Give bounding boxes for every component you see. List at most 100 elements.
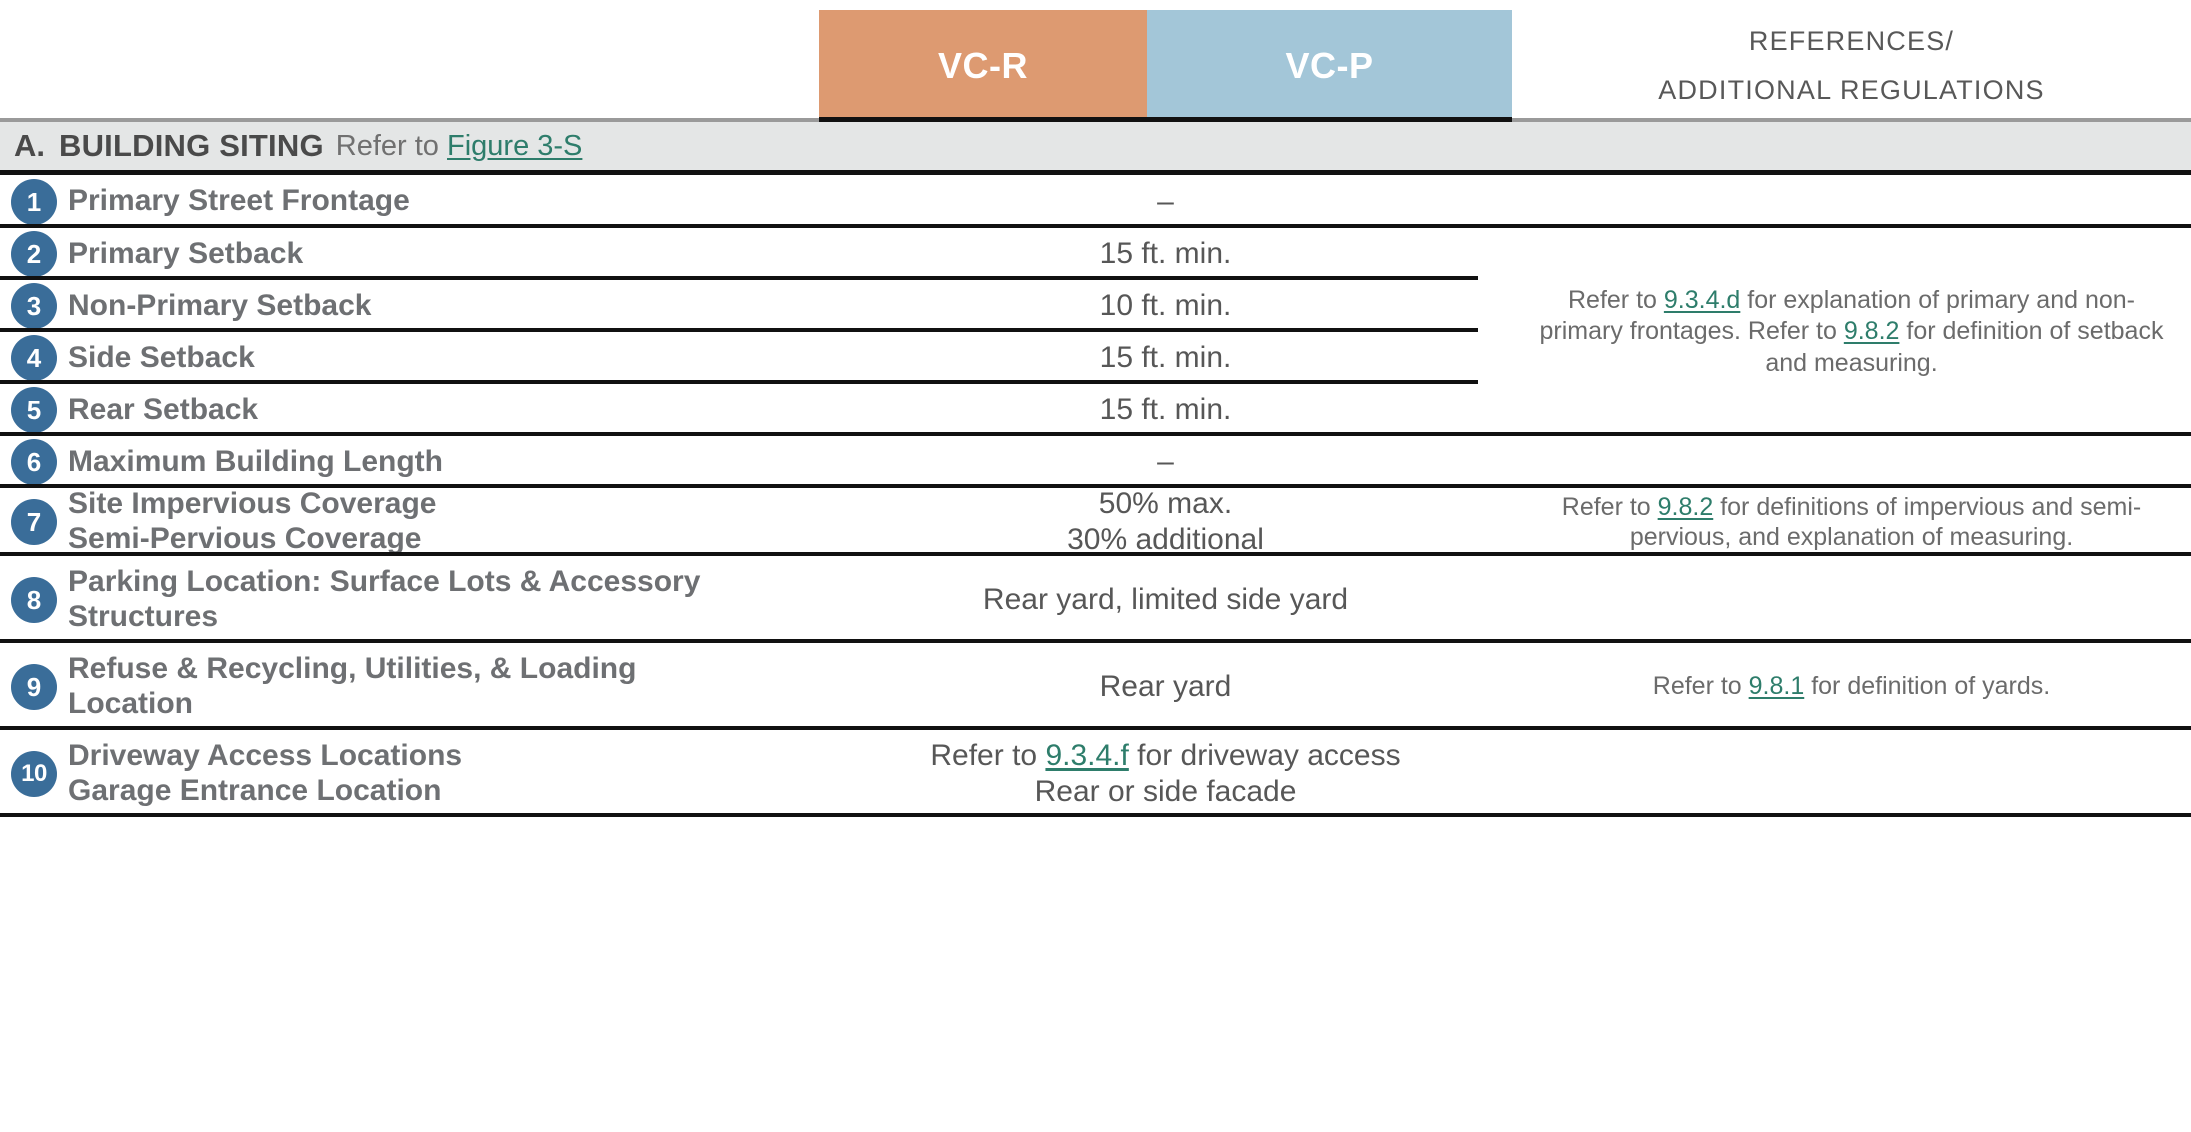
row-label-line-2: Location	[68, 686, 193, 720]
row-number-badge-1: 1	[11, 178, 57, 225]
row-number-cell: 4	[0, 332, 68, 384]
row-9-reference-text: Refer to 9.8.1 for definition of yards.	[1653, 671, 2050, 702]
row-value-line-1: Rear yard, limited side yard	[982, 582, 1349, 616]
row-separator	[0, 726, 2191, 730]
row-number-cell: 7	[0, 488, 68, 556]
row-value-line-1: 10 ft. min.	[1099, 289, 1232, 322]
row-value-line-1: 15 ft. min.	[1099, 341, 1232, 374]
header-rule-right	[1512, 118, 2191, 122]
row-7-reference-prefix: Refer to	[1561, 492, 1658, 521]
row-label-line-1: Site Impervious Coverage	[68, 487, 437, 521]
table-header: VC-R VC-P REFERENCES/ ADDITIONAL REGULAT…	[0, 0, 2191, 122]
zone-column-header-vcp: VC-P	[1147, 10, 1512, 122]
merged-reference-suffix: for definition of setback and measuring.	[1765, 317, 2164, 377]
row-number-cell: 8	[0, 556, 68, 643]
merged-reference-text: Refer to 9.3.4.d for explanation of prim…	[1530, 285, 2173, 379]
row-value-link-9-3-4-f[interactable]: 9.3.4.f	[1045, 738, 1129, 772]
row-label-line-1: Primary Street Frontage	[68, 184, 410, 218]
row-label-line-1: Rear Setback	[68, 392, 259, 426]
row-label-cell: Parking Location: Surface Lots & Accesso…	[68, 556, 819, 643]
row-value-line-1: 15 ft. min.	[1099, 393, 1232, 426]
row-separator	[0, 484, 2191, 488]
merged-reference-link-9-3-4-d[interactable]: 9.3.4.d	[1663, 286, 1741, 315]
references-header-line-2: ADDITIONAL REGULATIONS	[1658, 75, 2045, 105]
row-number-cell: 5	[0, 384, 68, 436]
row-reference-cell: Refer to 9.8.2 for definitions of imperv…	[1512, 488, 2191, 556]
table-row: 8 Parking Location: Surface Lots & Access…	[0, 556, 2191, 643]
row-label-cell: Rear Setback	[68, 384, 819, 436]
row-label-line-1: Non-Primary Setback	[68, 288, 372, 322]
row-separator	[0, 276, 1478, 280]
references-column-header: REFERENCES/ ADDITIONAL REGULATIONS	[1512, 10, 2191, 122]
row-reference-cell	[1512, 436, 2191, 488]
row-value-prefix: Refer to	[930, 738, 1046, 772]
row-value-line-1: –	[1157, 445, 1174, 478]
row-label-cell: Maximum Building Length	[68, 436, 819, 488]
row-number-cell: 6	[0, 436, 68, 488]
row-9-reference-mid: for definition of yards.	[1804, 672, 2051, 701]
row-value-line-2: 30% additional	[1067, 523, 1264, 556]
row-separator	[0, 328, 1478, 332]
table-row: 3 Non-Primary Setback 10 ft. min.	[0, 280, 2191, 332]
row-value-line-1: Refer to 9.3.4.f for driveway access	[930, 738, 1400, 774]
row-reference-cell	[1512, 556, 2191, 643]
row-value-cell: 50% max.30% additional	[819, 487, 1512, 556]
table-row: 5 Rear Setback 15 ft. min.	[0, 384, 2191, 436]
row-value-suffix: for driveway access	[1128, 738, 1401, 772]
figure-3s-link[interactable]: Figure 3-S	[447, 129, 583, 162]
references-header-line-1: REFERENCES/	[1748, 26, 1955, 56]
row-number-badge-3: 3	[11, 283, 57, 329]
row-number-cell: 3	[0, 280, 68, 332]
row-number-badge-5: 5	[11, 387, 57, 433]
row-value-cell: 15 ft. min.	[819, 384, 1512, 436]
row-number-badge-10: 10	[11, 750, 57, 797]
zone-column-header-vcr: VC-R	[819, 10, 1147, 122]
section-subtitle: Refer to Figure 3-S	[336, 130, 583, 163]
row-number-badge-2: 2	[11, 231, 57, 277]
row-reference-cell	[1512, 175, 2191, 228]
row-value-line-2: Rear or side facade	[1034, 774, 1297, 808]
row-number-cell: 1	[0, 175, 68, 228]
row-7-reference-text: Refer to 9.8.2 for definitions of imperv…	[1524, 492, 2179, 553]
row-number-cell: 10	[0, 730, 68, 817]
row-value-cell: Rear yard, limited side yard	[819, 556, 1512, 643]
row-label-cell: Primary Setback	[68, 228, 819, 280]
row-number-cell: 9	[0, 643, 68, 730]
row-label-line-1: Parking Location: Surface Lots & Accesso…	[68, 564, 701, 598]
row-value-line-1: 15 ft. min.	[1099, 237, 1232, 270]
zone-label-vcr: VC-R	[938, 45, 1028, 86]
row-9-reference-prefix: Refer to	[1652, 672, 1749, 701]
row-value-line-1: 50% max.	[1098, 487, 1233, 520]
table-row: 9 Refuse & Recycling, Utilities, & Loadin…	[0, 643, 2191, 730]
row-label-cell: Non-Primary Setback	[68, 280, 819, 332]
row-number-badge-4: 4	[11, 335, 57, 381]
row-label-cell: Side Setback	[68, 332, 819, 384]
merged-reference-prefix: Refer to	[1568, 286, 1664, 315]
merged-reference-cell-setbacks: Refer to 9.3.4.d for explanation of prim…	[1512, 228, 2191, 436]
row-7-reference-mid: for definitions of impervious and semi-p…	[1629, 492, 2142, 552]
row-label-line-1: Driveway Access Locations	[68, 738, 463, 772]
row-number-badge-6: 6	[11, 439, 57, 485]
row-number-badge-7: 7	[11, 499, 57, 545]
row-number-badge-9: 9	[11, 663, 57, 710]
header-rule-center	[819, 117, 1512, 122]
row-value-cell: –	[819, 175, 1512, 228]
merged-reference-link-9-8-2[interactable]: 9.8.2	[1843, 317, 1900, 346]
row-number-badge-8: 8	[11, 576, 57, 623]
row-value-line-1: –	[1157, 184, 1174, 218]
table-row: 1 Primary Street Frontage –	[0, 175, 2191, 228]
row-separator	[0, 552, 2191, 556]
row-9-reference-link-9-8-1[interactable]: 9.8.1	[1748, 672, 1805, 701]
row-7-reference-link-9-8-2[interactable]: 9.8.2	[1657, 492, 1714, 521]
row-value-line-1: Rear yard	[1099, 669, 1232, 703]
row-label-line-1: Side Setback	[68, 340, 255, 374]
zone-label-vcp: VC-P	[1285, 45, 1374, 86]
row-separator	[0, 224, 2191, 228]
row-label-line-1: Refuse & Recycling, Utilities, & Loading	[68, 651, 637, 685]
